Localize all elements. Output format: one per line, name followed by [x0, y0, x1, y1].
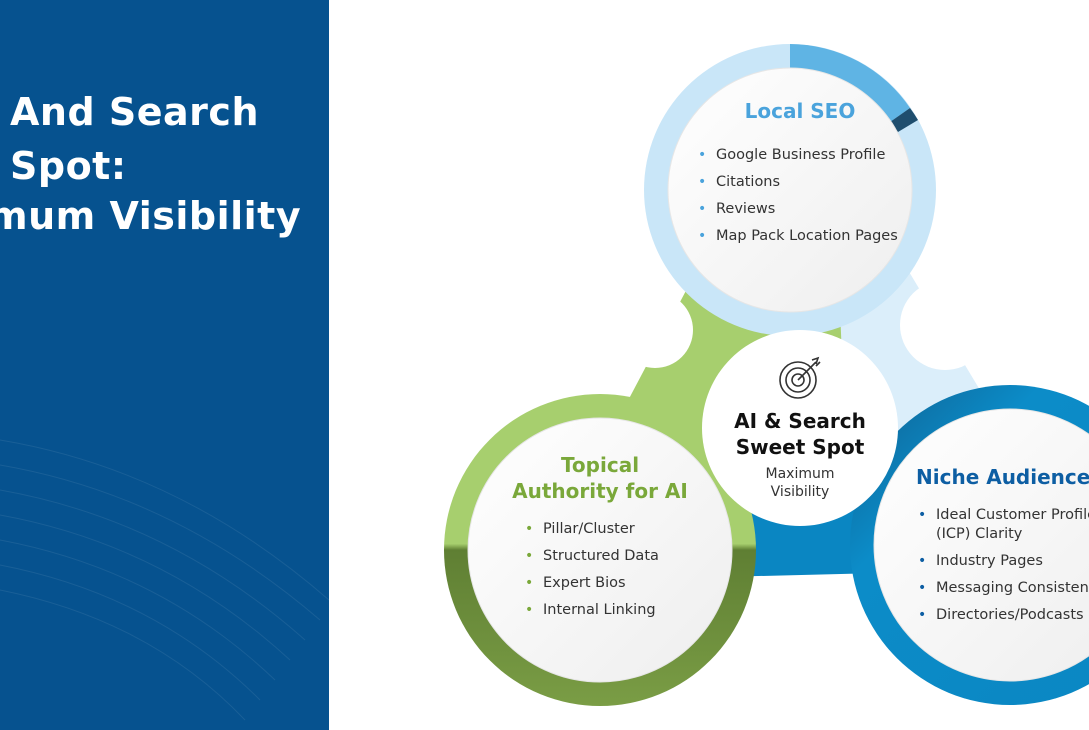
list-item: •Citations — [698, 174, 781, 190]
title-line-1: And Search — [10, 90, 259, 134]
list-item: •Expert Bios — [525, 575, 626, 591]
topical-authority-list: •Pillar/Cluster •Structured Data •Expert… — [523, 516, 659, 624]
list-item: •Reviews — [698, 201, 776, 217]
list-item: •Map Pack Location Pages — [698, 228, 898, 244]
list-item: •Structured Data — [525, 548, 659, 564]
center-title-line-2: Sweet Spot — [735, 435, 865, 459]
local-seo-title: Local SEO — [744, 99, 856, 123]
niche-audience-title: Niche Audience — [916, 465, 1089, 489]
title-panel: And Search Spot: mum Visibility — [0, 0, 329, 730]
center-title: AI & Search Sweet Spot — [700, 408, 900, 460]
center-title-line-1: AI & Search — [734, 409, 866, 433]
title-line-3: mum Visibility — [0, 194, 302, 238]
list-item: •Google Business Profile — [698, 147, 886, 163]
center-subtitle-line-2: Visibility — [770, 484, 830, 500]
list-item: •Internal Linking — [525, 602, 656, 618]
local-seo-list: •Google Business Profile •Citations •Rev… — [696, 142, 898, 250]
decorative-arcs — [0, 439, 329, 721]
list-item: •Messaging Consistency — [918, 580, 1089, 596]
target-arrow-icon — [779, 356, 821, 399]
list-item: •Industry Pages — [918, 553, 1043, 569]
niche-audience-list: •Ideal Customer Profile(ICP) Clarity •In… — [916, 506, 1089, 629]
list-item: •Directories/Podcasts — [918, 607, 1084, 623]
title-line-2: Spot: — [10, 144, 127, 188]
center-subtitle-line-1: Maximum — [765, 466, 835, 482]
topical-title-line-2: Authority for AI — [512, 479, 688, 503]
topical-authority-title: Topical Authority for AI — [490, 452, 710, 504]
center-subtitle: Maximum Visibility — [700, 465, 900, 501]
topical-title-line-1: Topical — [560, 453, 640, 477]
list-item: •Pillar/Cluster — [525, 521, 635, 537]
list-item: •Ideal Customer Profile(ICP) Clarity — [918, 507, 1089, 542]
